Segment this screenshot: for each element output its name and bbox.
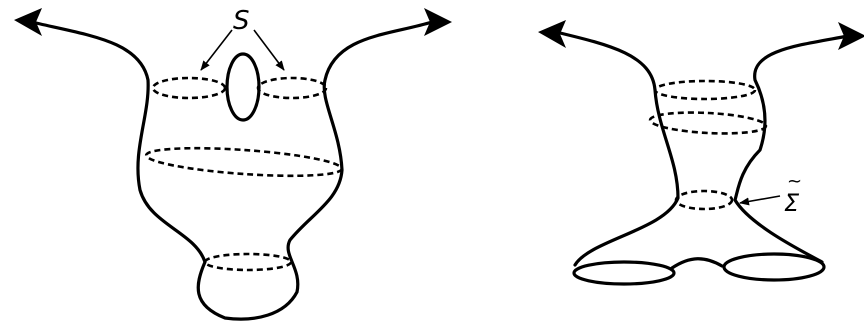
right-second-cross-section bbox=[648, 111, 768, 135]
right-surface-outline-right bbox=[733, 34, 850, 264]
right-top-cross-section bbox=[653, 79, 757, 101]
s-pointer-left bbox=[200, 29, 233, 71]
right-surface-end-arrow-left bbox=[538, 20, 566, 48]
boundary-circle-right bbox=[256, 76, 328, 100]
hole-s bbox=[225, 52, 261, 122]
right-surface-outline-left bbox=[554, 30, 680, 267]
middle-cross-section bbox=[144, 146, 344, 178]
base-saddle bbox=[670, 257, 724, 270]
sigma-label: Σ bbox=[784, 189, 800, 217]
base-left-ellipse bbox=[572, 260, 676, 286]
sigma-tilde-mark: ~ bbox=[787, 171, 802, 192]
sigma-pointer bbox=[739, 195, 781, 206]
left-surface-end-arrow-right bbox=[424, 8, 452, 36]
neck-cross-section bbox=[203, 252, 293, 272]
s-label: S bbox=[233, 6, 250, 36]
left-surface-end-arrow-left bbox=[14, 8, 42, 36]
s-pointer-right bbox=[253, 29, 285, 71]
left-surface: S bbox=[14, 6, 452, 321]
sigma-tilde-cross-section bbox=[674, 189, 734, 211]
right-surface-end-arrow-right bbox=[838, 22, 864, 50]
left-surface-outline bbox=[30, 20, 434, 321]
base-right-ellipse bbox=[722, 252, 826, 282]
right-surface: ~ Σ bbox=[538, 20, 864, 286]
boundary-circle-left bbox=[151, 76, 227, 100]
